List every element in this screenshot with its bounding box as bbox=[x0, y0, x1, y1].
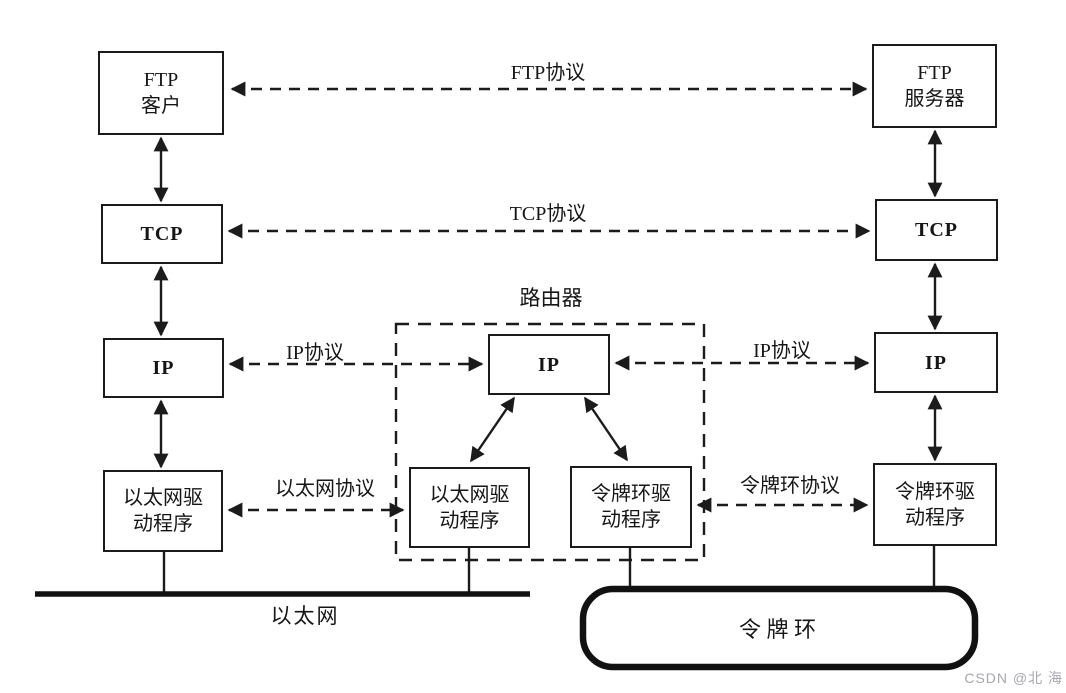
arrow-routerip-ethdriver bbox=[470, 396, 515, 463]
node-tcp-left: TCP bbox=[101, 204, 223, 264]
node-ftp-client: FTP 客户 bbox=[98, 51, 224, 135]
node-ip-router: IP bbox=[488, 334, 610, 395]
tokenring-protocol-label: 令牌环协议 bbox=[740, 475, 840, 497]
node-ip-right: IP bbox=[874, 332, 998, 393]
node-tr-driver-router: 令牌环驱 动程序 bbox=[570, 466, 692, 548]
token-ring-network-label: 令 牌 环 bbox=[738, 617, 816, 642]
node-tcp-right: TCP bbox=[875, 199, 998, 261]
arrow-routerip-trdriver bbox=[584, 396, 628, 462]
node-eth-driver-router: 以太网驱 动程序 bbox=[409, 467, 530, 548]
ip-protocol-label-right: IP协议 bbox=[753, 340, 811, 362]
node-tr-driver-right: 令牌环驱 动程序 bbox=[873, 463, 997, 546]
tcp-protocol-label: TCP协议 bbox=[509, 203, 587, 225]
node-ip-left: IP bbox=[103, 338, 224, 398]
ip-protocol-label-left: IP协议 bbox=[286, 342, 344, 364]
node-eth-driver-left: 以太网驱 动程序 bbox=[103, 470, 223, 552]
ftp-protocol-label: FTP协议 bbox=[510, 62, 586, 84]
ethernet-protocol-label: 以太网协议 bbox=[275, 478, 375, 500]
ethernet-network-label: 以太网 bbox=[270, 604, 340, 628]
node-ftp-server: FTP 服务器 bbox=[872, 44, 997, 128]
router-label: 路由器 bbox=[519, 286, 583, 310]
csdn-watermark: CSDN @北 海 bbox=[964, 670, 1063, 686]
